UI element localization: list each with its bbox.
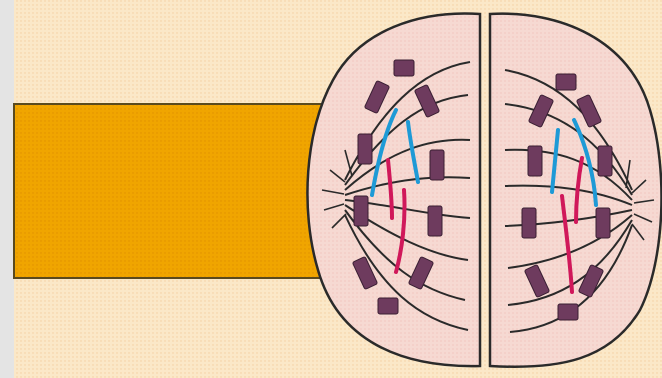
chromosome <box>528 146 542 176</box>
chromosome <box>358 134 372 164</box>
chromosome <box>428 206 442 236</box>
chromosome <box>430 150 444 180</box>
chromosome <box>394 60 414 76</box>
chromosome <box>378 298 398 314</box>
chromosome <box>522 208 536 238</box>
chromosome <box>598 146 612 176</box>
chromosome <box>354 196 368 226</box>
orange-bar <box>14 104 332 278</box>
chromosome <box>556 74 576 90</box>
chromosome <box>558 304 578 320</box>
chromosome <box>596 208 610 238</box>
